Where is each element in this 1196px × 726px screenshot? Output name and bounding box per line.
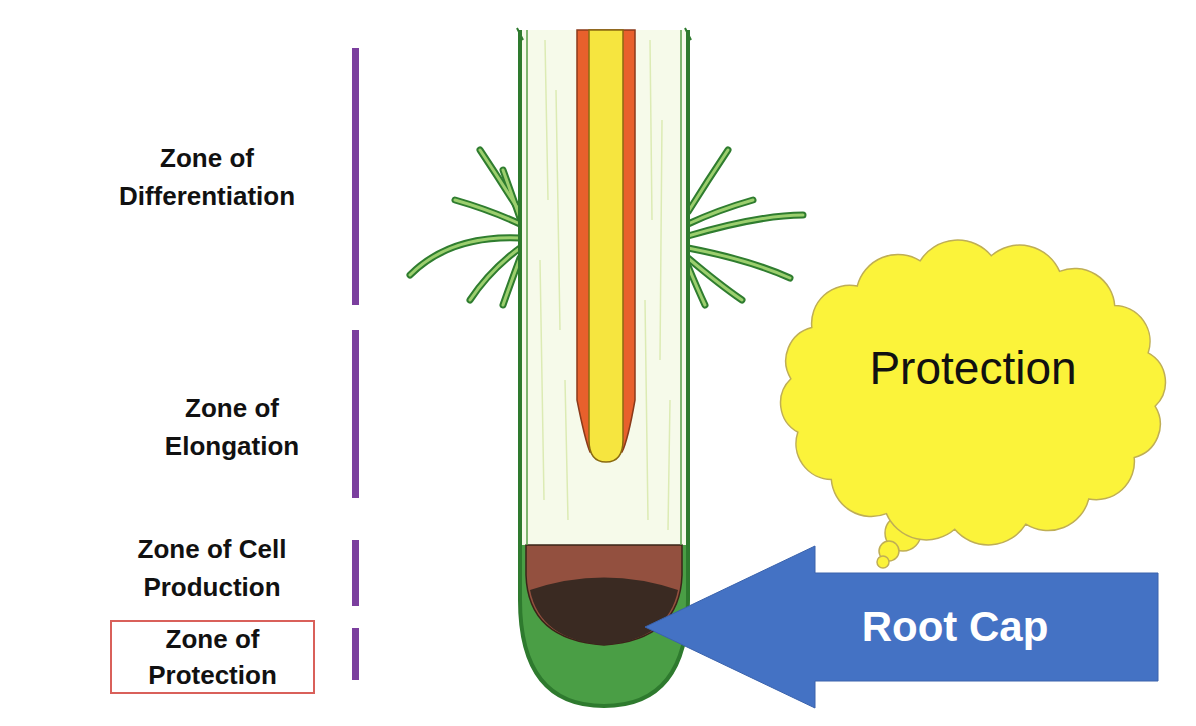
zone-bar [352, 540, 359, 606]
zone-label: Zone of Differentiation [87, 139, 327, 215]
node-text: Zone of Protection [112, 622, 313, 692]
root-outline [520, 30, 688, 706]
zone-bar [352, 330, 359, 498]
root-inner-outline [527, 30, 681, 545]
zone-label: Zone of Cell Production [112, 530, 312, 606]
arrow-shape [645, 546, 1158, 708]
zone-label: Zone of Elongation [132, 389, 332, 465]
zone-bar [352, 628, 359, 680]
node-text: Root Cap [785, 573, 1125, 681]
root-top-ticks [517, 28, 691, 40]
thought-bubble [877, 556, 889, 568]
zone-box: Zone of Protection [110, 620, 315, 694]
cloud-outline [768, 230, 1178, 565]
node-text: Protection [768, 230, 1178, 565]
meristem-dark-layer [530, 578, 678, 646]
block-arrow: Root Cap [645, 546, 1160, 708]
zone-bar [352, 48, 359, 305]
root-body [522, 30, 686, 703]
thought-cloud: Protection [768, 230, 1178, 565]
stele-core [589, 30, 623, 462]
